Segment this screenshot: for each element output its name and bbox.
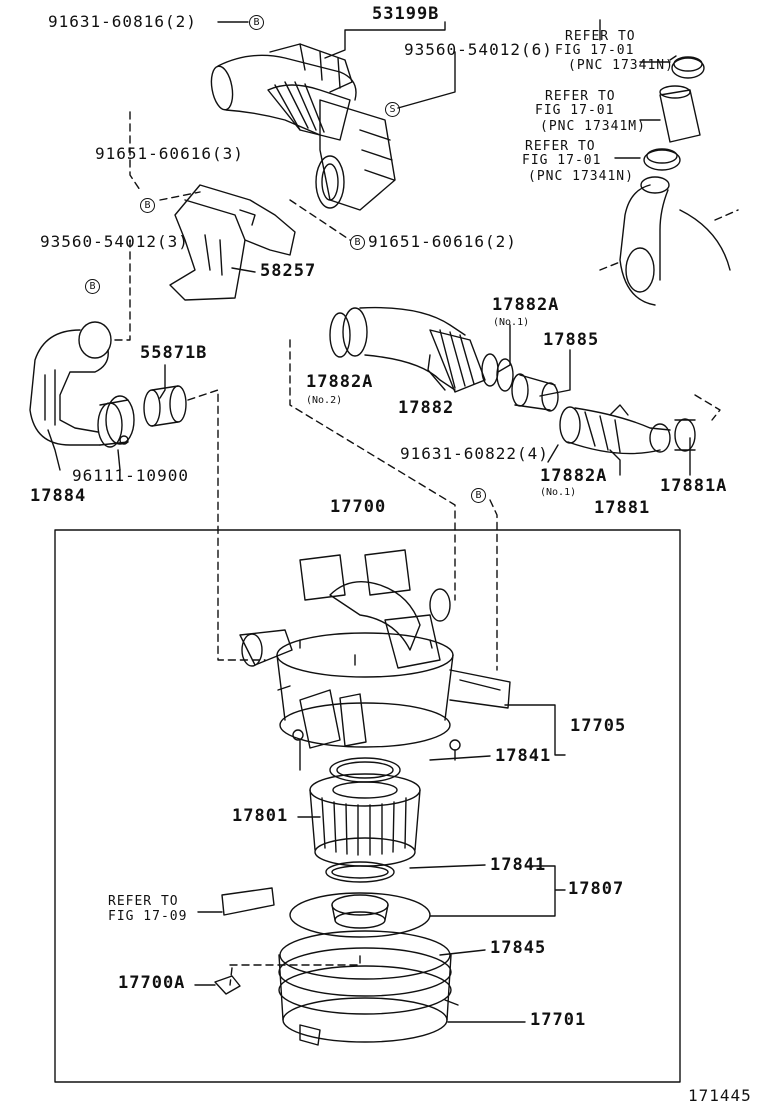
ref2-line3: (PNC 17341M): [540, 119, 646, 134]
filter-element-17801: [309, 773, 421, 867]
label-no2: (No.2): [306, 395, 343, 406]
sleeve-55871b: [143, 385, 187, 427]
assembly-box: [54, 529, 681, 1083]
symbol-b-3: B: [350, 235, 365, 250]
label-93560-54012-6: 93560-54012(6): [404, 40, 553, 59]
hose-17884: [29, 321, 135, 448]
cap-17807: [289, 892, 431, 938]
reference-parts-top-right: [619, 55, 731, 306]
label-91651-60616-3: 91651-60616(3): [95, 144, 244, 163]
symbol-b-4: B: [85, 279, 100, 294]
label-17882a-no1-bottom: 17882A: [540, 466, 608, 486]
label-17845: 17845: [490, 938, 547, 958]
symbol-b-2: B: [140, 198, 155, 213]
dashed-connectors: [109, 111, 739, 986]
label-58257: 58257: [260, 261, 317, 281]
ref1-line3: (PNC 17341N): [568, 58, 674, 73]
label-17801: 17801: [232, 806, 289, 826]
symbol-b-5: B: [471, 488, 486, 503]
ref3-line1: REFER TO: [525, 139, 596, 154]
label-17700a: 17700A: [118, 973, 186, 993]
label-91651-60616-2: 91651-60616(2): [368, 232, 517, 251]
label-17882: 17882: [398, 398, 455, 418]
hose-17882: [329, 306, 559, 412]
gasket-17841-lower: [325, 861, 395, 883]
leader-lines: [47, 19, 691, 1023]
ref3-line2: FIG 17-01: [522, 153, 602, 168]
label-17882a-no2: 17882A: [306, 372, 374, 392]
figure-number: 171445: [688, 1086, 752, 1105]
label-17882a-no1-top: 17882A: [492, 295, 560, 315]
label-17841-upper: 17841: [495, 746, 552, 766]
label-17700: 17700: [330, 497, 387, 517]
ref4-line2: FIG 17-09: [108, 909, 188, 924]
label-no1-bottom: (No.1): [540, 487, 577, 498]
symbol-b-1: B: [249, 15, 264, 30]
label-91631-60816: 91631-60816(2): [48, 12, 197, 31]
label-17884: 17884: [30, 486, 87, 506]
label-96111-10900: 96111-10900: [72, 466, 189, 485]
air-cleaner-housing-17705: [239, 549, 511, 771]
label-17881: 17881: [594, 498, 651, 518]
gasket-17841-upper: [329, 757, 401, 783]
ref1-line1: REFER TO: [565, 29, 636, 44]
symbol-s: S: [385, 102, 400, 117]
label-55871b: 55871B: [140, 343, 208, 363]
hose-17881: [559, 404, 696, 455]
ref3-line3: (PNC 17341N): [528, 169, 634, 184]
label-no1-top: (No.1): [493, 317, 530, 328]
air-duct-53199b: [210, 43, 396, 211]
ref2-line1: REFER TO: [545, 89, 616, 104]
label-17885: 17885: [543, 330, 600, 350]
label-93560-54012-3: 93560-54012(3): [40, 232, 189, 251]
ref4-line1: REFER TO: [108, 894, 179, 909]
label-53199b: 53199B: [372, 4, 440, 24]
clip-17700a: [214, 975, 241, 995]
label-17705: 17705: [570, 716, 627, 736]
label-17701: 17701: [530, 1010, 587, 1030]
reference-part-17-09: [221, 887, 275, 916]
label-17881a: 17881A: [660, 476, 728, 496]
bracket-58257: [169, 184, 296, 301]
ref2-line2: FIG 17-01: [535, 103, 615, 118]
label-91631-60822: 91631-60822(4): [400, 444, 549, 463]
label-17841-lower: 17841: [490, 855, 547, 875]
case-17701: [278, 930, 459, 1046]
ref1-line2: FIG 17-01: [555, 43, 635, 58]
label-17807: 17807: [568, 879, 625, 899]
